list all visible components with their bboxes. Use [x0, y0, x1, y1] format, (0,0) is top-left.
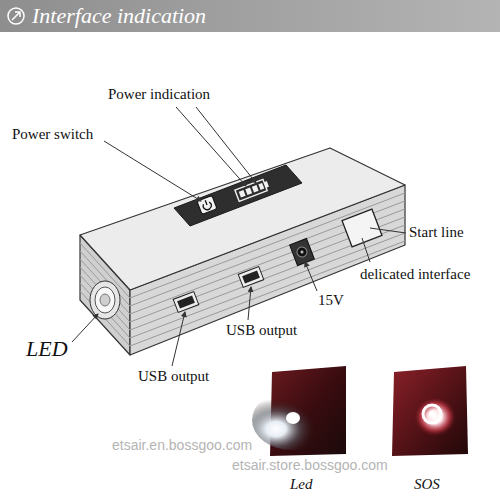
photo-caption: Led: [290, 476, 313, 493]
part-label: USB output: [226, 322, 297, 339]
leader-lines: [72, 107, 406, 366]
ports-part-part: [342, 209, 382, 247]
ports-part: [290, 239, 315, 266]
body-ribs-part: [80, 275, 130, 330]
header-band-part: [12, 12, 20, 20]
sos-photo: [392, 366, 468, 456]
part-label: Power indication: [108, 86, 210, 103]
header-title: Interface indication: [32, 3, 206, 28]
leader-lines-part: [172, 312, 185, 366]
control-panel-part-part: [239, 190, 246, 197]
body-ribs-part: [80, 267, 130, 322]
header-band: [0, 0, 500, 32]
watermark: etsair.store.bossgoo.com: [232, 457, 388, 473]
led-photo-part: [252, 390, 332, 450]
control-panel-part-part: [235, 179, 267, 201]
led-photo: [252, 366, 346, 456]
ports-part: [238, 267, 264, 288]
part-label: delicated interface: [360, 266, 470, 283]
control-panel-part-part: [252, 185, 259, 192]
part-label: Start line: [409, 224, 464, 241]
control-panel: [174, 165, 302, 226]
header-band-part: [8, 8, 24, 24]
ports-part-part: [242, 270, 260, 283]
led-lamp-part: [95, 287, 115, 313]
ports-part: [342, 209, 382, 247]
ports-part-part: [300, 250, 304, 254]
body-ribs-part: [80, 251, 130, 306]
body-ribs-part: [130, 201, 405, 306]
watermark: etsair.en.bossgoo.com: [112, 437, 252, 453]
leader-lines-part: [305, 262, 317, 291]
body-ribs-part: [80, 259, 130, 314]
device-body: [80, 148, 405, 355]
ports-part-part: [296, 246, 309, 259]
part-label: 15V: [318, 292, 344, 309]
ports-part: [173, 292, 199, 313]
part-label: USB output: [138, 368, 209, 385]
leader-lines-part: [104, 141, 201, 201]
sos-photo-part: [429, 411, 435, 417]
control-panel-part: [174, 165, 302, 226]
part-label: Power switch: [12, 126, 93, 143]
leader-lines-part: [72, 314, 98, 342]
part-label: LED: [26, 336, 68, 361]
ports-part-part: [177, 295, 195, 308]
control-panel-part-part: [205, 200, 207, 205]
control-panel-part-part: [245, 188, 252, 195]
body-ribs-part: [130, 193, 405, 298]
body-ribs-part: [130, 209, 405, 314]
leader-lines-part: [176, 107, 246, 186]
body-ribs-part: [80, 283, 130, 338]
control-panel-part-part: [264, 181, 269, 188]
sos-photo-part: [423, 405, 441, 423]
led-photo-part: [286, 412, 300, 424]
led-lamp: [90, 281, 120, 319]
control-panel-part-part: [203, 202, 213, 211]
header-band-part: [0, 0, 500, 32]
led-lamp-part: [100, 294, 110, 306]
ports-part-part: [290, 239, 315, 266]
leader-lines-part: [196, 107, 256, 183]
photo-caption: SOS: [414, 476, 440, 493]
sos-photo-part: [392, 366, 468, 456]
control-panel-part-part: [258, 183, 264, 190]
leader-lines-part: [370, 228, 406, 233]
control-panel-part: [197, 196, 217, 215]
leader-lines-part: [248, 287, 251, 320]
leader-lines-part: [362, 238, 370, 262]
sos-photo-part: [402, 386, 462, 442]
body-ribs: [80, 193, 405, 346]
body-ribs-part: [130, 241, 405, 346]
ports-part-part: [238, 267, 264, 288]
device-body-part: [80, 148, 405, 290]
control-panel-part-part: [197, 196, 217, 215]
ports-part-part: [173, 292, 199, 313]
ports: [173, 209, 382, 312]
control-panel-part: [235, 178, 270, 201]
led-lamp-part: [90, 281, 120, 319]
